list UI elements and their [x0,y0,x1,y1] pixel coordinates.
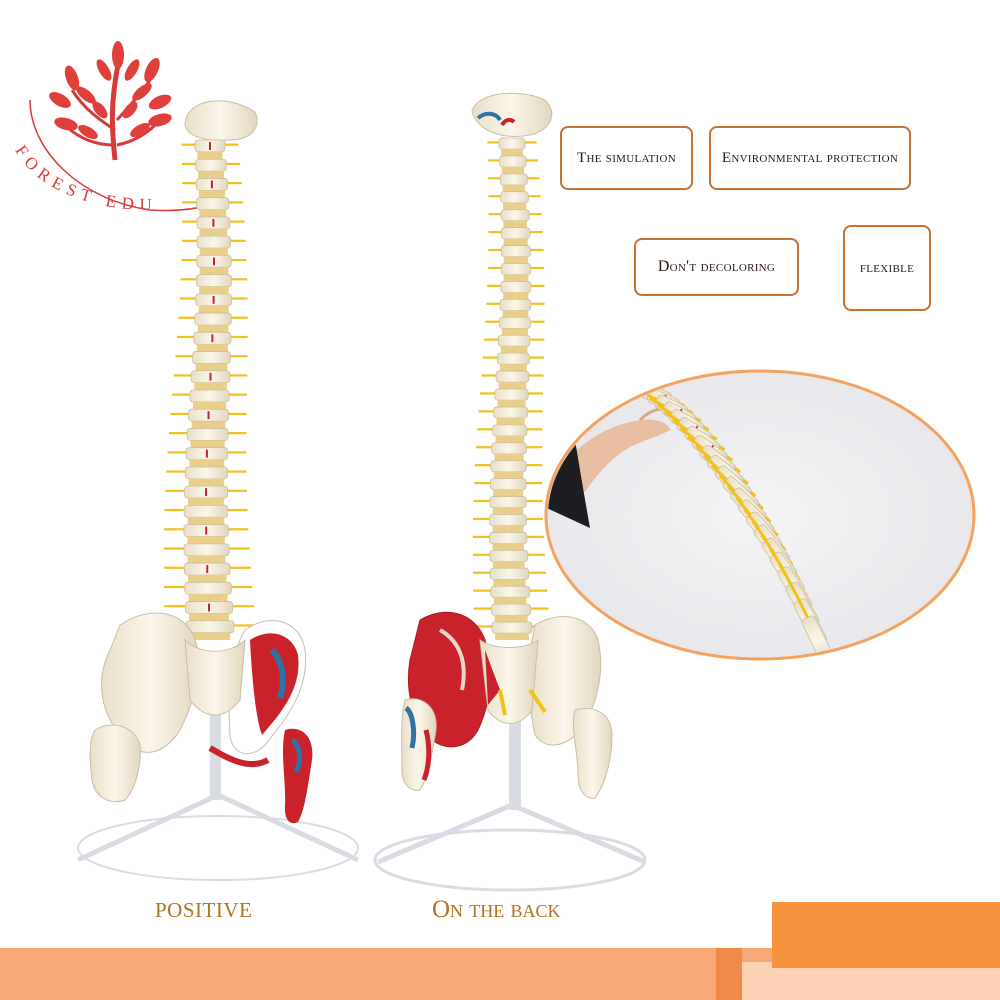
back-view-caption: On the back [432,896,561,923]
flexible-spine-detail-icon [544,369,976,661]
feature-environmental-badge: Environmental protection [709,126,911,190]
spine-model-back-icon [373,92,647,892]
front-view-caption: POSITIVE [155,898,253,922]
feature-flexible-badge: flexible [843,225,931,311]
bottom-bar-accent [716,948,742,1000]
logo-text: FOREST EDU [11,142,158,215]
red-tree-logo-icon [29,41,226,212]
feature-decoloring-badge: Don't decoloring [634,238,799,296]
feature-simulation-badge: The simulation [560,126,693,190]
bottom-bar-light-panel [742,962,1000,1000]
spine-model-front-icon [75,100,361,883]
orange-corner-block [772,902,1000,968]
